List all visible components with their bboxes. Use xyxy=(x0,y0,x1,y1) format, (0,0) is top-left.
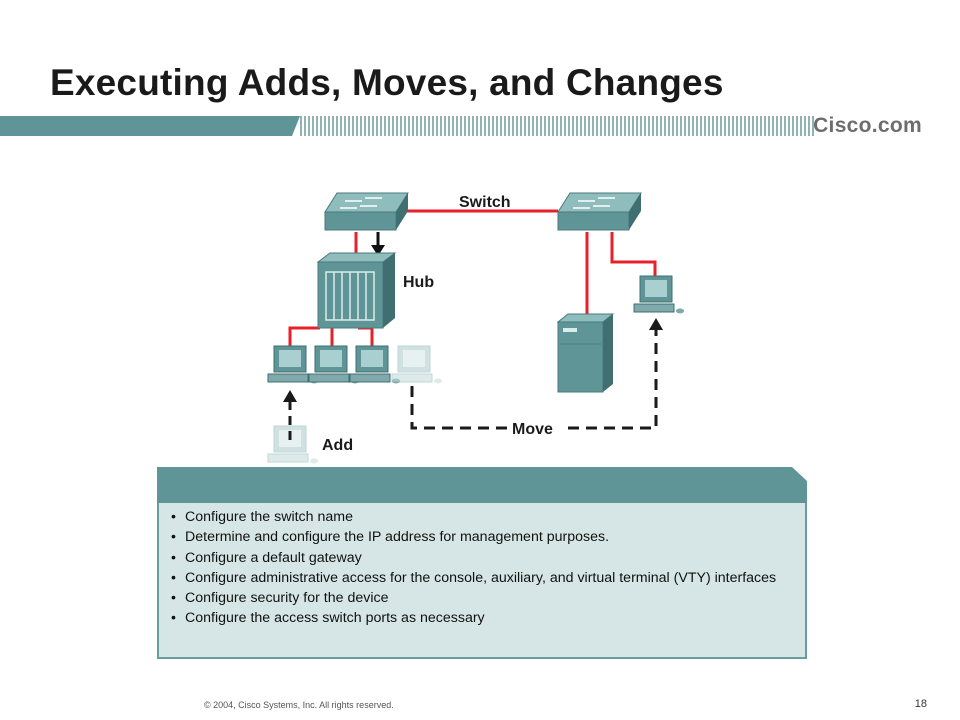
server-icon xyxy=(556,313,615,393)
add-label: Add xyxy=(322,437,353,454)
moved-pc-ghost-icon xyxy=(391,345,442,384)
list-item: Configure security for the device xyxy=(171,588,791,609)
switch-to-hub-arrow xyxy=(371,232,385,256)
list-item: Configure a default gateway xyxy=(171,548,791,569)
right-pc-icon xyxy=(633,275,684,314)
panel-body: Configure the switch name Determine and … xyxy=(157,503,807,659)
right-switch-icon xyxy=(557,192,642,231)
list-item: Configure administrative access for the … xyxy=(171,568,791,589)
add-arrowhead xyxy=(283,390,297,402)
footer-copyright: © 2004, Cisco Systems, Inc. All rights r… xyxy=(204,700,394,710)
hub-pc-1-icon xyxy=(267,345,318,384)
left-switch-icon xyxy=(324,192,409,231)
cisco-logo: Cisco.com xyxy=(813,114,922,137)
list-item: Configure the access switch ports as nec… xyxy=(171,608,791,629)
move-label: Move xyxy=(512,421,553,438)
hub-to-pc1-link xyxy=(288,326,320,348)
configuration-panel: Configure the switch name Determine and … xyxy=(157,467,807,659)
page-number: 18 xyxy=(914,698,927,710)
move-arrowhead xyxy=(649,318,663,330)
panel-header xyxy=(157,467,807,503)
hub-to-pc3-link xyxy=(358,326,374,348)
move-path xyxy=(410,330,658,430)
switch-label: Switch xyxy=(459,194,511,211)
hub-pc-3-icon xyxy=(349,345,400,384)
switch-to-pc-link xyxy=(610,232,657,276)
configuration-steps-list: Configure the switch name Determine and … xyxy=(171,507,791,629)
hub-icon xyxy=(316,252,397,329)
added-pc-ghost-icon xyxy=(267,425,318,464)
hub-label: Hub xyxy=(403,274,434,291)
header-bar xyxy=(0,116,815,136)
slide-title: Executing Adds, Moves, and Changes xyxy=(50,62,724,103)
list-item: Determine and configure the IP address f… xyxy=(171,527,791,548)
list-item: Configure the switch name xyxy=(171,507,791,528)
